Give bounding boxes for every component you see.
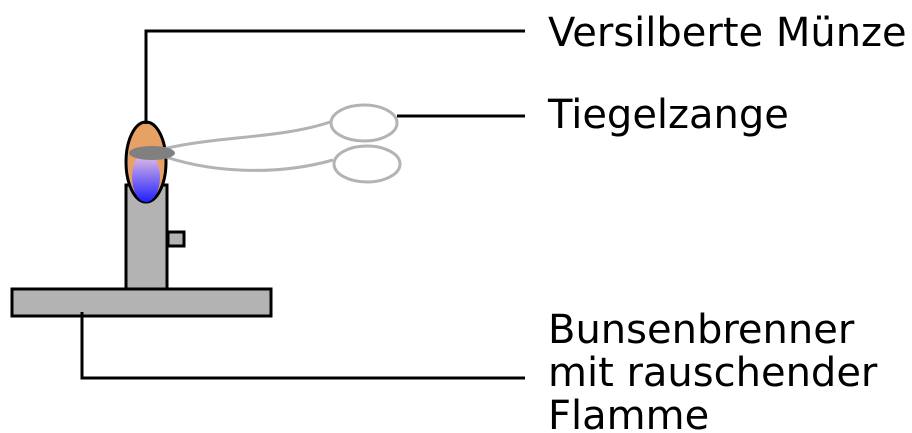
coin-label: Versilberte Münze (548, 10, 907, 56)
crucible-tongs (151, 103, 402, 184)
flame-inner-cone (132, 152, 160, 202)
burner-label-line-1: Bunsenbrenner (548, 307, 855, 353)
burner-label-line-3: Flamme (548, 393, 709, 433)
burner-label-line-2: mit rauschender (548, 350, 878, 396)
gas-inlet-knob (166, 230, 186, 248)
burner-leader-line (80, 312, 525, 380)
silver-plated-coin (129, 146, 175, 160)
burner-base-plate (10, 287, 273, 318)
coin-leader-line (144, 29, 525, 124)
tongs-label: Tiegelzange (547, 92, 789, 138)
